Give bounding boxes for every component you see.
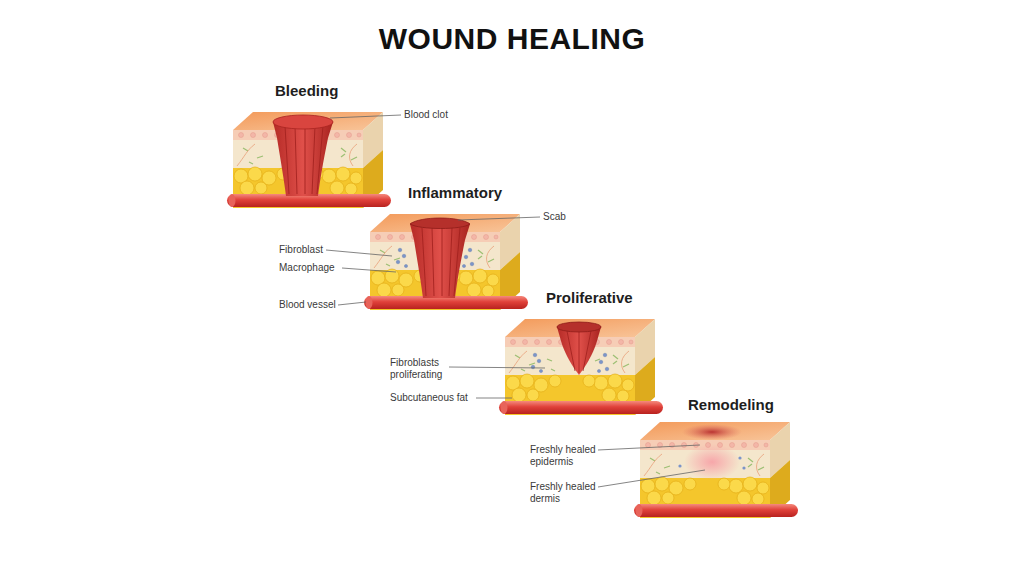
callout-label: Blood clot bbox=[404, 109, 448, 121]
callout-label: Macrophage bbox=[279, 262, 335, 274]
callout-label: Freshly healed epidermis bbox=[530, 444, 606, 468]
callout-label: Scab bbox=[543, 211, 566, 223]
stage-heading: Proliferative bbox=[546, 289, 633, 306]
callout-label: Freshly healed dermis bbox=[530, 481, 606, 505]
callout-label: Subcutaneous fat bbox=[390, 392, 468, 404]
diagram-title: WOUND HEALING bbox=[0, 22, 1024, 56]
stage-heading: Bleeding bbox=[275, 82, 338, 99]
stage-heading: Inflammatory bbox=[408, 184, 502, 201]
callout-label: Blood vessel bbox=[279, 299, 336, 311]
callout-label: Fibroblasts proliferating bbox=[390, 357, 462, 381]
stage-heading: Remodeling bbox=[688, 396, 774, 413]
callout-label: Fibroblast bbox=[279, 244, 323, 256]
